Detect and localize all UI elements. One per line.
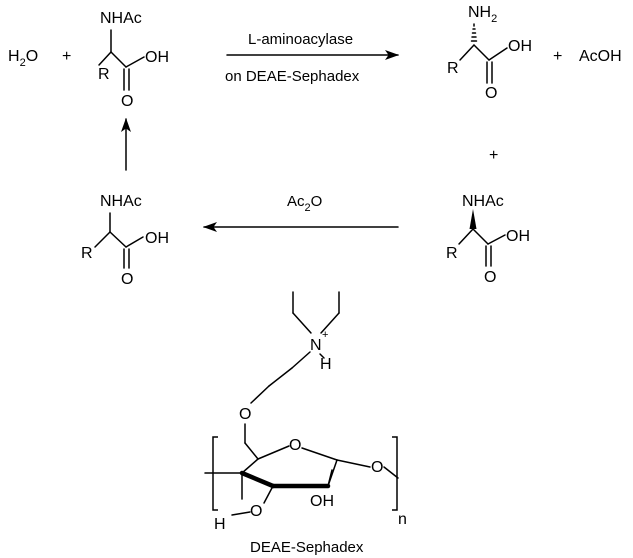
bond-c-oh (487, 234, 506, 245)
linker-bond-1 (291, 351, 311, 369)
acetic-acid-label: AcOH (579, 48, 622, 65)
water-label: H2O (8, 48, 38, 69)
ring-bond-c3-c4-front (239, 470, 276, 489)
bond-o-h (231, 511, 251, 516)
hydroxyl-hydrogen-label: H (214, 516, 226, 533)
r-group-label: R (446, 245, 458, 262)
bond-c-oh (125, 236, 144, 248)
bond-ca-r (94, 231, 111, 248)
support-label: on DEAE-Sephadex (225, 68, 360, 85)
hydroxyl-label: OH (145, 230, 169, 247)
plus-sign-3: + (489, 147, 498, 164)
carbonyl-oxygen-label: O (121, 271, 133, 288)
ether-oxygen-label: O (239, 406, 251, 423)
hydroxyl-label: OH (145, 49, 169, 66)
bond-c6-c5 (244, 442, 259, 460)
wedge-bond (469, 209, 477, 229)
linker-bond-3 (250, 385, 270, 404)
l-amino-acid: NH2 R OH O (447, 4, 532, 102)
r-group-label: R (447, 60, 459, 77)
bond-c-oh (125, 56, 145, 68)
ethyl-bond-left-1 (292, 312, 312, 334)
bond-ca-c (473, 44, 490, 61)
bond-ca-c (109, 231, 127, 248)
linker-bond-2 (268, 367, 293, 387)
ring-bond-c4-c5 (241, 458, 259, 474)
right-bracket (392, 436, 398, 511)
hydroxyl-label: OH (508, 38, 532, 55)
enzyme-label: L-aminoacylase (248, 31, 353, 48)
nhac-label: NHAc (462, 193, 504, 210)
carbonyl-oxygen-label: O (484, 269, 496, 286)
d-n-acetyl-amino-acid: NHAc R OH O (446, 193, 530, 286)
ethyl-bond-right-1 (320, 312, 340, 334)
carbonyl-oxygen-label: O (121, 93, 133, 110)
ring-hydroxyl-label: OH (310, 493, 334, 510)
nhac-label: NHAc (100, 193, 142, 210)
r-group-label: R (81, 245, 93, 262)
bond-ca-r (98, 51, 112, 66)
ring-oxygen-label: O (289, 437, 301, 454)
hydroxyl-oxygen-label: O (250, 503, 262, 520)
bond-n-h (319, 353, 325, 359)
nitrogen-label: N (310, 337, 322, 354)
ring-bond-o-c1 (301, 447, 338, 461)
nhac-label: NHAc (100, 10, 142, 27)
nitrogen-charge: + (322, 329, 328, 341)
sephadex-caption: DEAE-Sephadex (250, 539, 364, 556)
nitrogen-hydrogen-label: H (320, 356, 332, 373)
amine-label: NH2 (468, 4, 497, 25)
bond-c1-o (336, 459, 371, 468)
bond-c-oh (488, 47, 508, 61)
bond-ca-c (110, 51, 127, 68)
bond-c2-oh (327, 469, 333, 487)
bond-ca-r (459, 44, 475, 61)
repeat-unit-n: n (398, 511, 407, 528)
bond-o-chain-right (383, 466, 399, 479)
left-bracket (212, 436, 218, 511)
ring-bond-c5-o (257, 445, 290, 460)
n-acetyl-amino-acid-top: NHAc R OH O (98, 10, 169, 110)
glycosidic-oxygen-label: O (371, 459, 383, 476)
bond-c3-o (263, 485, 274, 504)
deae-sephadex-structure: N + H O O O H OH O (204, 291, 407, 533)
carbonyl-oxygen-label: O (485, 85, 497, 102)
plus-sign-2: + (553, 48, 562, 65)
plus-sign-1: + (62, 48, 71, 65)
hydroxyl-label: OH (506, 228, 530, 245)
r-group-label: R (98, 66, 110, 83)
reagent-label: Ac2O (287, 193, 322, 214)
n-acetyl-amino-acid-racemic: NHAc R OH O (81, 193, 169, 288)
bond-ca-r (458, 228, 474, 245)
bond-ca-c (472, 228, 489, 245)
